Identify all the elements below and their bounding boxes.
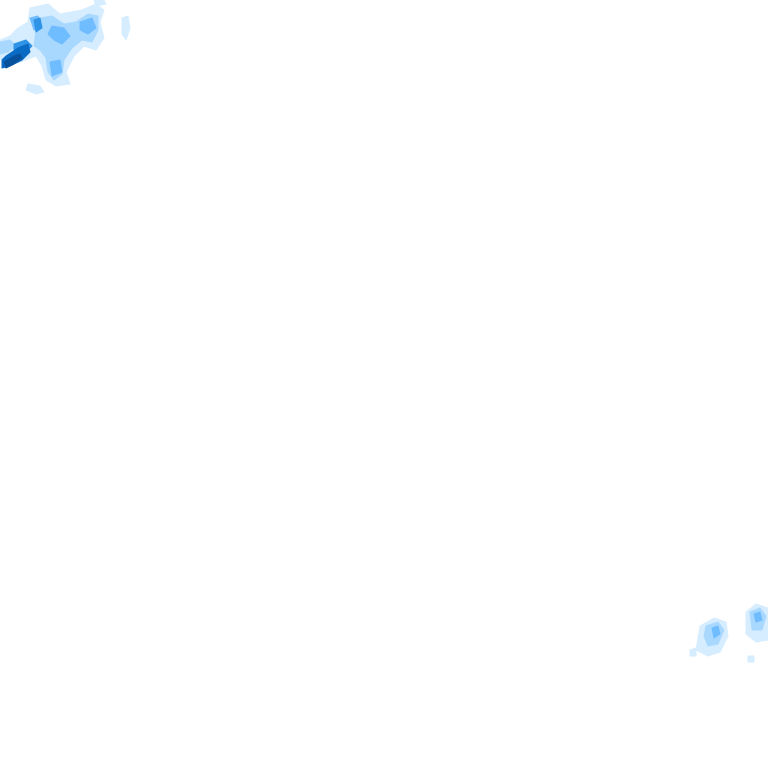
se-patch-lightest-4 bbox=[747, 655, 755, 663]
se-patch-mid-1 bbox=[711, 625, 721, 639]
nw-patch-darkest-1 bbox=[3, 53, 23, 69]
nw-patch-mid-3 bbox=[49, 59, 63, 77]
nw-patch-lightest-4 bbox=[93, 0, 107, 7]
nw-patch-lightest-3 bbox=[25, 83, 45, 95]
se-patch-mid-2 bbox=[753, 611, 763, 623]
nw-patch-mid-2 bbox=[79, 17, 97, 35]
nw-patch-lightest-2 bbox=[121, 15, 131, 41]
nw-patch-medium-2 bbox=[33, 17, 43, 33]
se-patch-lightest-3 bbox=[689, 647, 697, 657]
nw-patch-mid-1 bbox=[47, 25, 71, 45]
northwest-cluster bbox=[0, 0, 131, 95]
southeast-cluster bbox=[689, 603, 768, 663]
nw-patch-light-2 bbox=[0, 39, 17, 55]
